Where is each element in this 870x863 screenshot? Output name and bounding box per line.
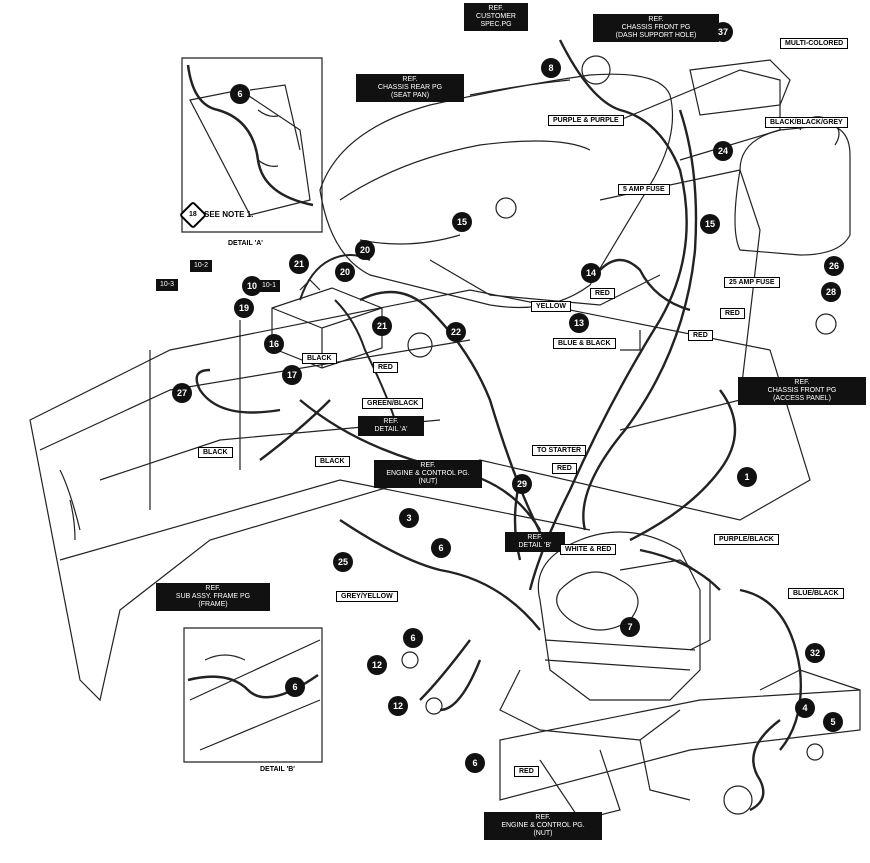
callout-25: 25 <box>333 552 353 572</box>
ref-chassis-front-dash-label: REF. CHASSIS FRONT PG (DASH SUPPORT HOLE… <box>593 14 719 42</box>
callout-21-top: 21 <box>289 254 309 274</box>
wire-label-white-red: WHITE & RED <box>560 544 617 555</box>
callout-29: 29 <box>512 474 532 494</box>
ref-sub-assy-frame-label: REF. SUB ASSY. FRAME PG (FRAME) <box>156 583 270 611</box>
callout-14: 14 <box>581 263 601 283</box>
callout-26: 26 <box>824 256 844 276</box>
wire-label-red-f: RED <box>514 766 539 777</box>
detail-a-frame <box>181 57 323 233</box>
callout-28: 28 <box>821 282 841 302</box>
callout-3: 3 <box>399 508 419 528</box>
wire-label-to-starter: TO STARTER <box>532 445 587 456</box>
wire-label-5-amp-fuse: 5 AMP FUSE <box>618 184 670 195</box>
front-axle <box>499 689 861 801</box>
ref-chassis-front-access-label: REF. CHASSIS FRONT PG (ACCESS PANEL) <box>738 377 866 405</box>
wire-label-black-c: BLACK <box>315 456 350 467</box>
callout-15-right: 15 <box>700 214 720 234</box>
callout-20-top: 20 <box>355 240 375 260</box>
callout-22: 22 <box>446 322 466 342</box>
callout-32: 32 <box>805 643 825 663</box>
wire-label-purple-purple: PURPLE & PURPLE <box>548 115 624 126</box>
callout-5: 5 <box>823 712 843 732</box>
callout-15-left: 15 <box>452 212 472 232</box>
engine <box>537 531 701 701</box>
wire-label-red-c: RED <box>688 330 713 341</box>
callout-24: 24 <box>713 141 733 161</box>
wire-label-25-amp-fuse: 25 AMP FUSE <box>724 277 780 288</box>
callout-6-mid: 6 <box>431 538 451 558</box>
wire-label-blue-black-amp: BLUE & BLACK <box>553 338 616 349</box>
wire-label-red-d: RED <box>373 362 398 373</box>
wire-label-multi-colored: MULTI-COLORED <box>780 38 849 49</box>
wire-label-10-2: 10-2 <box>190 260 213 272</box>
callout-37: 37 <box>713 22 733 42</box>
wire-label-yellow: YELLOW <box>531 301 571 312</box>
multi-colored-connector <box>689 59 791 116</box>
callout-8: 8 <box>541 58 561 78</box>
ref-customer-spec-label: REF. CUSTOMER SPEC.PG <box>464 3 528 31</box>
callout-12-top: 12 <box>367 655 387 675</box>
wire-label-purple-black: PURPLE/BLACK <box>714 534 779 545</box>
wire-label-10-1: 10-1 <box>258 280 281 292</box>
detail-b-frame <box>183 627 323 763</box>
ref-detail-b-label: REF. DETAIL 'B' <box>505 532 565 552</box>
wire-label-black-b: BLACK <box>198 447 233 458</box>
note-symbol-number: 18 <box>189 210 197 218</box>
callout-4: 4 <box>795 698 815 718</box>
wire-label-grey-yellow: GREY/YELLOW <box>336 591 398 602</box>
wire-label-blue-black: BLUE/BLACK <box>788 588 844 599</box>
callout-21-mid: 21 <box>372 316 392 336</box>
wire-label-red-b: RED <box>720 308 745 319</box>
fuel-tank <box>734 124 851 256</box>
callout-20-mid: 20 <box>335 262 355 282</box>
callout-6-detail-b: 6 <box>285 677 305 697</box>
ref-engine-control-bottom-label: REF. ENGINE & CONTROL PG. (NUT) <box>484 812 602 840</box>
detail-b-caption: DETAIL 'B' <box>260 766 295 773</box>
callout-1: 1 <box>737 467 757 487</box>
callout-7: 7 <box>620 617 640 637</box>
callout-27: 27 <box>172 383 192 403</box>
note-text: SEE NOTE 1. <box>204 210 254 219</box>
callout-19: 19 <box>234 298 254 318</box>
callout-13: 13 <box>569 313 589 333</box>
ref-engine-control-top-label: REF. ENGINE & CONTROL PG. (NUT) <box>374 460 482 488</box>
seat-pan <box>319 73 674 309</box>
callout-17: 17 <box>282 365 302 385</box>
wire-label-black-black-grey: BLACK/BLACK/GREY <box>765 117 848 128</box>
callout-12-bottom: 12 <box>388 696 408 716</box>
wire-label-red-a: RED <box>590 288 615 299</box>
callout-6-bottom: 6 <box>465 753 485 773</box>
ref-chassis-rear-label: REF. CHASSIS REAR PG (SEAT PAN) <box>356 74 464 102</box>
wire-label-black-a: BLACK <box>302 353 337 364</box>
callout-6-detail-a: 6 <box>230 84 250 104</box>
detail-a-caption: DETAIL 'A' <box>228 240 263 247</box>
wire-label-green-black: GREEN/BLACK <box>362 398 424 409</box>
frame <box>29 289 811 702</box>
callout-6-engine: 6 <box>403 628 423 648</box>
wire-label-red-e: RED <box>552 463 577 474</box>
wire-label-10-3: 10-3 <box>156 279 179 291</box>
callout-10: 10 <box>242 276 262 296</box>
callout-16: 16 <box>264 334 284 354</box>
ref-detail-a-label: REF. DETAIL 'A' <box>358 416 424 436</box>
